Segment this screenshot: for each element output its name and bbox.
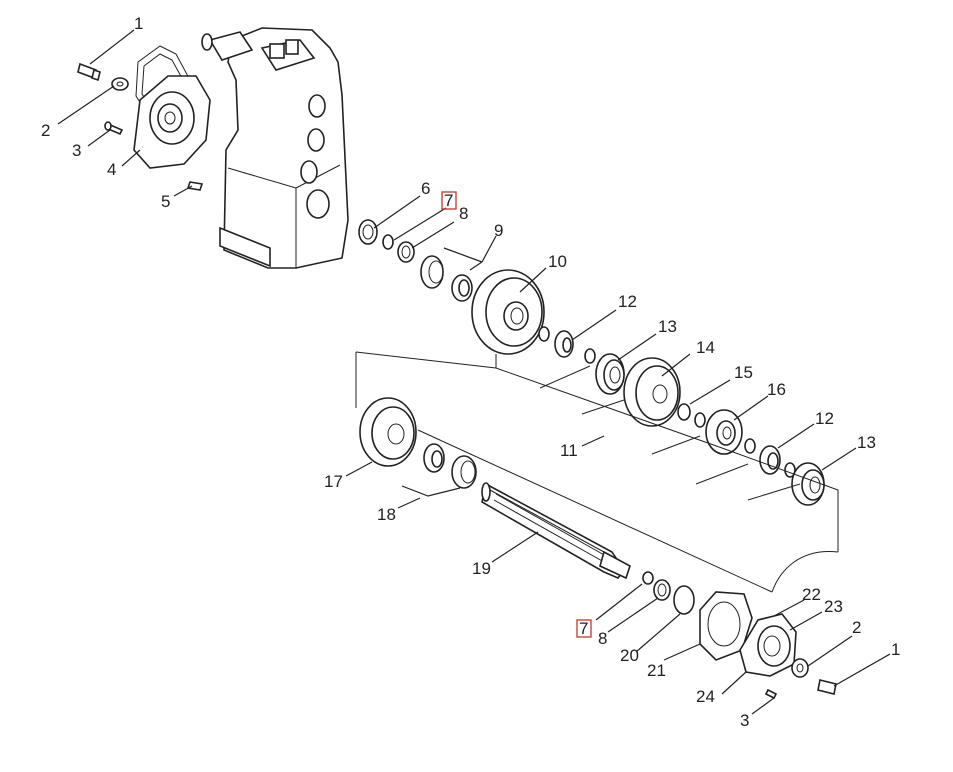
bolt-1-lower (817, 679, 837, 695)
synchro-13-lower (791, 462, 825, 506)
bolt-3-top (104, 121, 124, 136)
callout-7-upper-box (441, 191, 457, 210)
callout-1-top: 1 (134, 14, 143, 33)
snap-ring-7-lower (642, 571, 654, 585)
callout-labels: 1 2 3 4 5 6 7 8 9 10 11 12 13 14 15 16 1… (41, 14, 900, 730)
bearing-18-outer (451, 455, 477, 489)
end-cover-22 (739, 613, 797, 677)
callout-2-top: 2 (41, 121, 50, 140)
callout-4: 4 (107, 160, 116, 179)
spacer-12a (584, 348, 596, 364)
gearbox-housing (201, 27, 349, 269)
callout-23: 23 (824, 597, 843, 616)
pin-5 (186, 181, 204, 191)
callout-9: 9 (494, 221, 503, 240)
callout-16: 16 (767, 380, 786, 399)
washer-2-top-hole (116, 81, 124, 87)
bearing-9-outer (420, 255, 444, 289)
gear-16 (705, 409, 743, 455)
washer-2-top (111, 77, 129, 91)
callout-22: 22 (802, 585, 821, 604)
callout-10: 10 (548, 252, 567, 271)
callout-8-lower: 8 (598, 629, 607, 648)
bearing-6 (358, 219, 378, 245)
bearing-12-upper (554, 330, 574, 358)
main-shaft-19 (481, 482, 631, 580)
callout-2-lower: 2 (852, 618, 861, 637)
bolt-3-lower (764, 688, 778, 700)
gasket-21 (699, 591, 753, 661)
bearing-9-inner (451, 274, 473, 302)
ring-16a (744, 438, 756, 454)
seal-8-lower (653, 579, 671, 601)
cover-plate-4 (133, 75, 211, 169)
gear-14 (623, 357, 681, 427)
washer-2-lower-hole (796, 663, 804, 673)
bearing-12-lower (759, 445, 781, 475)
callout-21: 21 (647, 661, 666, 680)
callout-8-upper: 8 (459, 204, 468, 223)
callout-18: 18 (377, 505, 396, 524)
callout-7-lower: 7 (579, 619, 588, 638)
callout-20: 20 (620, 646, 639, 665)
callout-6: 6 (421, 179, 430, 198)
gear-10 (471, 269, 545, 355)
callout-13-upper: 13 (658, 317, 677, 336)
sub-assembly-envelope (355, 351, 839, 593)
bearing-18-inner (423, 443, 445, 473)
callout-15: 15 (734, 363, 753, 382)
spacer-10a (538, 326, 550, 342)
callout-3-lower: 3 (740, 711, 749, 730)
callout-13-lower: 13 (857, 433, 876, 452)
callout-7-upper: 7 (444, 191, 453, 210)
callout-1-lower: 1 (891, 640, 900, 659)
callout-5: 5 (161, 192, 170, 211)
callout-24: 24 (696, 687, 715, 706)
group-bracket-11 (495, 354, 839, 552)
washer-2-lower (791, 658, 809, 678)
callout-17: 17 (324, 472, 343, 491)
callout-7-lower-box (576, 619, 592, 638)
ring-15b (694, 412, 706, 428)
ring-15 (677, 403, 691, 421)
gear-17 (359, 397, 417, 467)
leader-lines (57, 29, 891, 715)
callout-12-lower: 12 (815, 409, 834, 428)
callout-12-upper: 12 (618, 292, 637, 311)
bolt-1-top (77, 62, 101, 82)
synchro-13-upper (595, 353, 625, 395)
callout-3-top: 3 (72, 141, 81, 160)
snap-ring-7-upper (382, 234, 394, 250)
callout-19: 19 (472, 559, 491, 578)
o-ring-20 (673, 585, 695, 615)
callout-14: 14 (696, 338, 715, 357)
callout-11: 11 (560, 441, 578, 460)
seal-8-upper (397, 241, 415, 263)
